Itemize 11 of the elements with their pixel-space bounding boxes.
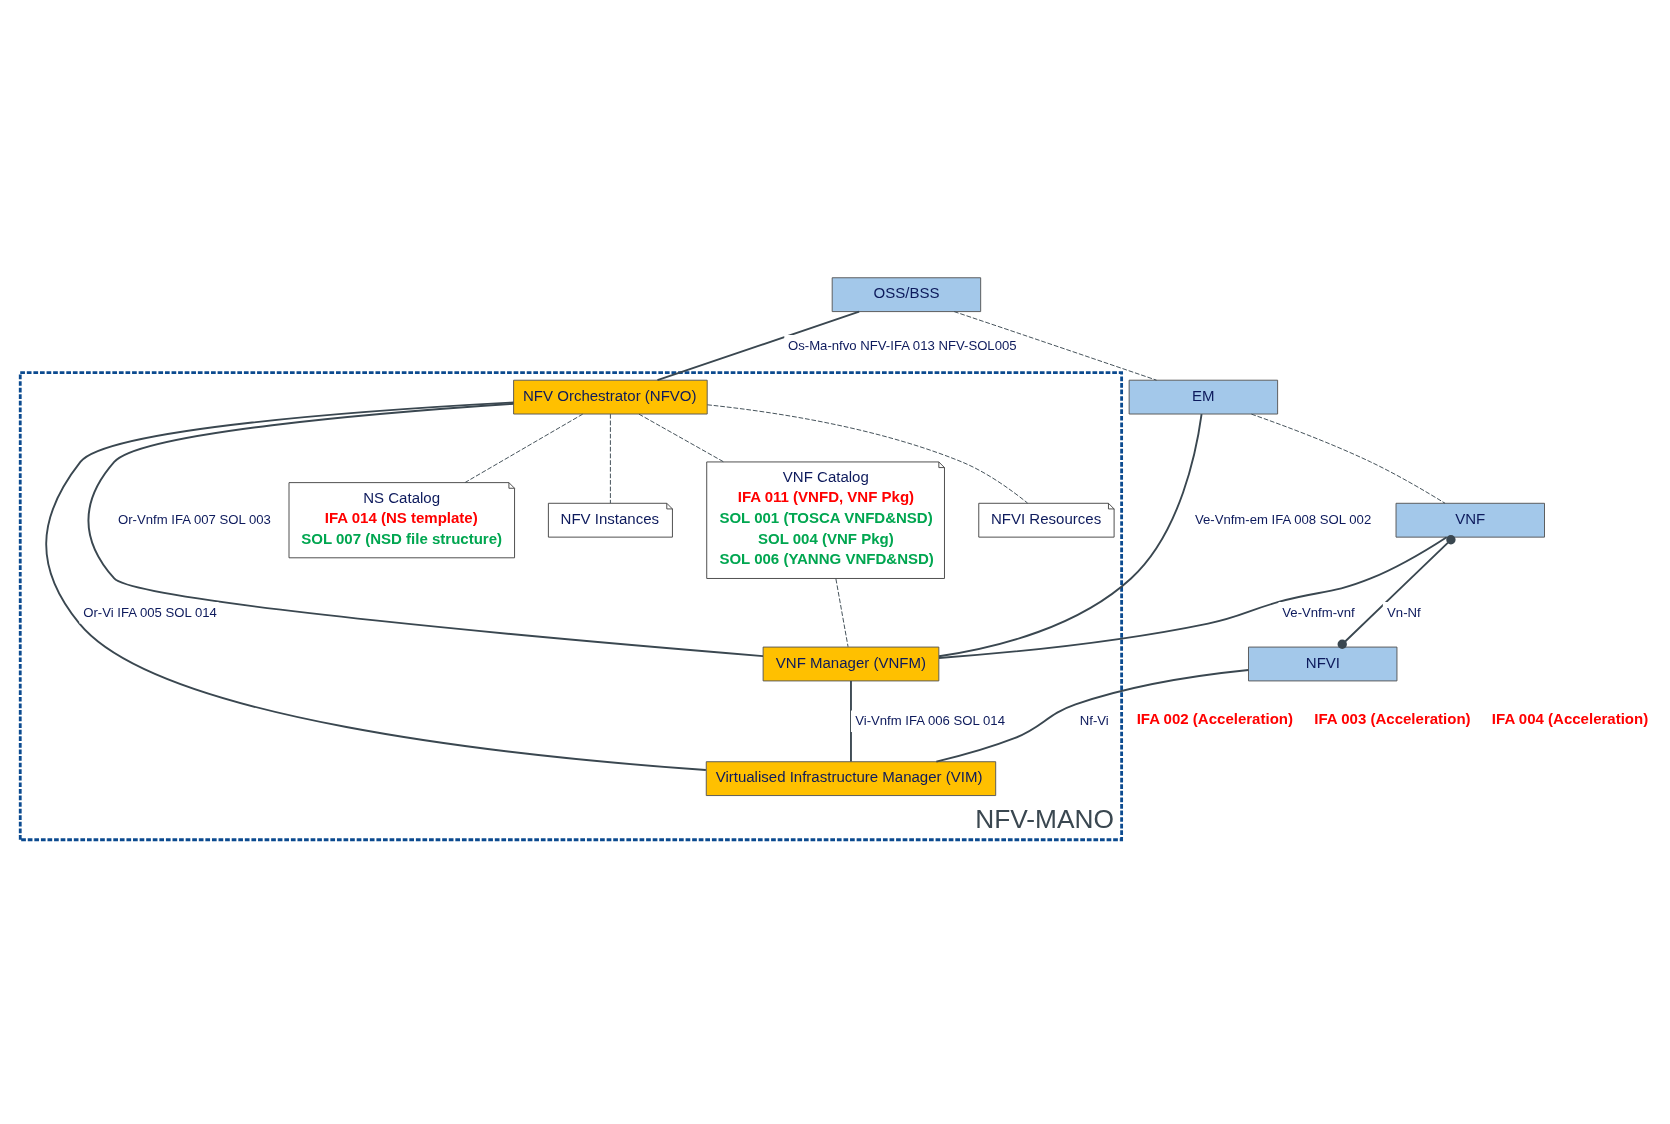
edge-label: Ve-Vnfm-vnf [1282, 604, 1355, 620]
edge-label: Ve-Vnfm-em IFA 008 SOL 002 [1194, 511, 1372, 527]
edge-label: Vi-Vnfm IFA 006 SOL 014 [855, 712, 1005, 728]
edge-label: Or-Vi IFA 005 SOL 014 [83, 604, 217, 620]
edge-label: Nf-Vi [1079, 712, 1109, 728]
edge-label: Or-Vnfm IFA 007 SOL 003 [117, 511, 271, 527]
edge-label: Os-Ma-nfvo NFV-IFA 013 NFV-SOL005 [788, 337, 1017, 353]
label: IFA 004 (Acceleration) [1491, 709, 1649, 727]
edge-label: Vn-Nf [1387, 604, 1421, 620]
label: IFA 002 (Acceleration) [1136, 709, 1293, 727]
label: IFA 003 (Acceleration) [1314, 709, 1471, 727]
